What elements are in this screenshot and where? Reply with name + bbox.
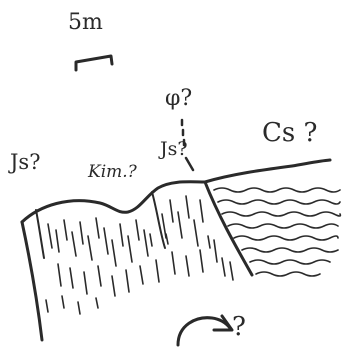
unit-label-js-mid: Js?: [160, 140, 188, 159]
cliff-right-face: [205, 182, 252, 275]
scale-bar: [76, 56, 112, 70]
cliff-left-face: [22, 222, 42, 340]
unit-label-phi: φ?: [165, 88, 192, 110]
unit-label-kim: Kim.?: [88, 164, 137, 181]
limestone-hatching: [46, 196, 233, 314]
scale-label: 5m: [68, 12, 103, 34]
cliff-top-profile: [22, 160, 330, 222]
wavy-strata: [214, 188, 340, 276]
rotation-query-label: ?: [232, 314, 246, 340]
unit-label-cs: Cs ?: [262, 120, 317, 146]
unit-label-js-left: Js?: [10, 152, 40, 173]
left-inner-line: [36, 210, 44, 258]
